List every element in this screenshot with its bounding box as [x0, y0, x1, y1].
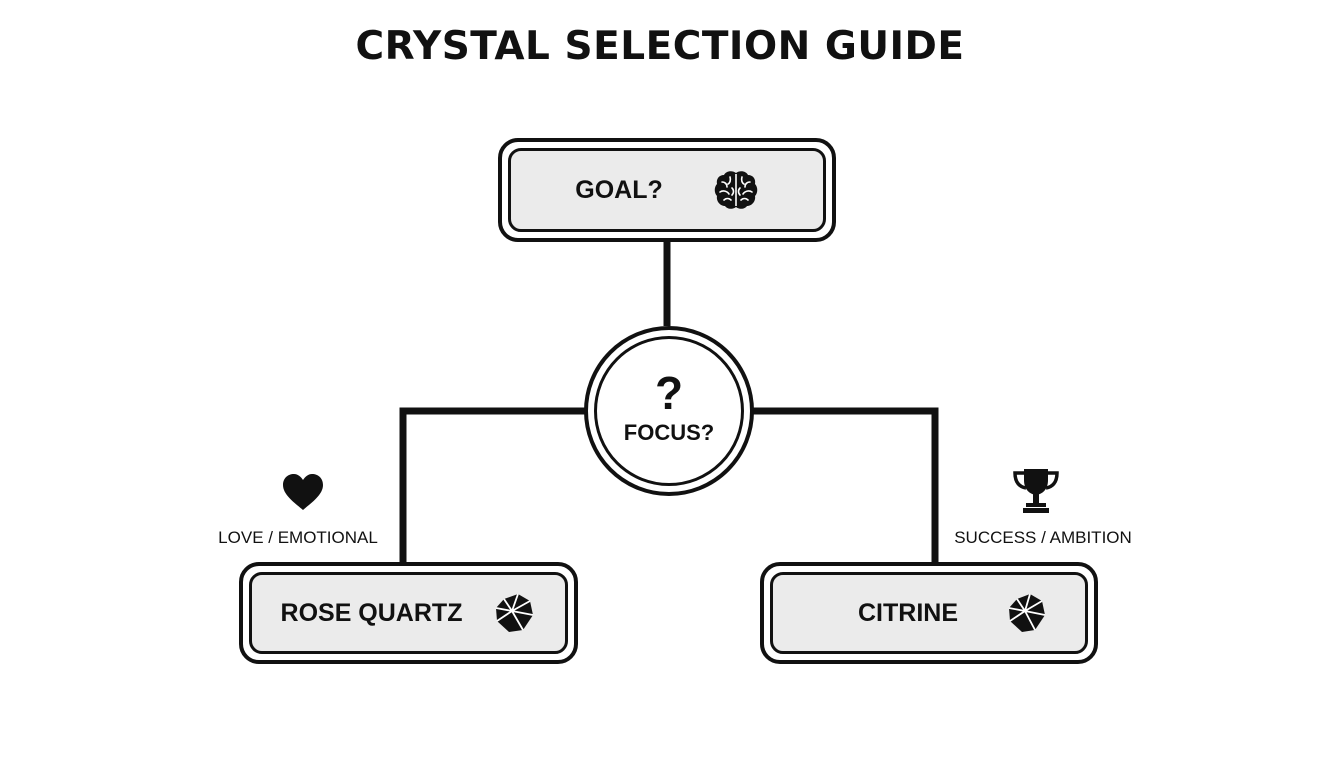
brain-icon	[713, 168, 759, 212]
connector-focus-right	[752, 407, 939, 562]
goal-label: GOAL?	[575, 175, 663, 204]
focus-label: FOCUS?	[623, 420, 715, 445]
trophy-icon	[1010, 466, 1062, 521]
connector-focus-left	[399, 407, 586, 562]
question-mark-icon: ?	[654, 367, 684, 419]
citrine-node: CITRINE	[760, 562, 1098, 664]
goal-node: GOAL?	[498, 138, 836, 242]
crystal-icon	[1006, 591, 1048, 635]
branch-label-success: SUCCESS / AMBITION	[954, 528, 1132, 547]
rose-quartz-node: ROSE QUARTZ	[239, 562, 578, 664]
branch-label-love: LOVE / EMOTIONAL	[218, 528, 378, 547]
citrine-label: CITRINE	[858, 598, 958, 627]
rose-quartz-label: ROSE QUARTZ	[280, 598, 463, 627]
diagram-title: CRYSTAL SELECTION GUIDE	[355, 24, 965, 69]
heart-icon	[280, 472, 326, 517]
crystal-icon	[492, 591, 536, 635]
focus-node: ? FOCUS?	[584, 326, 754, 496]
